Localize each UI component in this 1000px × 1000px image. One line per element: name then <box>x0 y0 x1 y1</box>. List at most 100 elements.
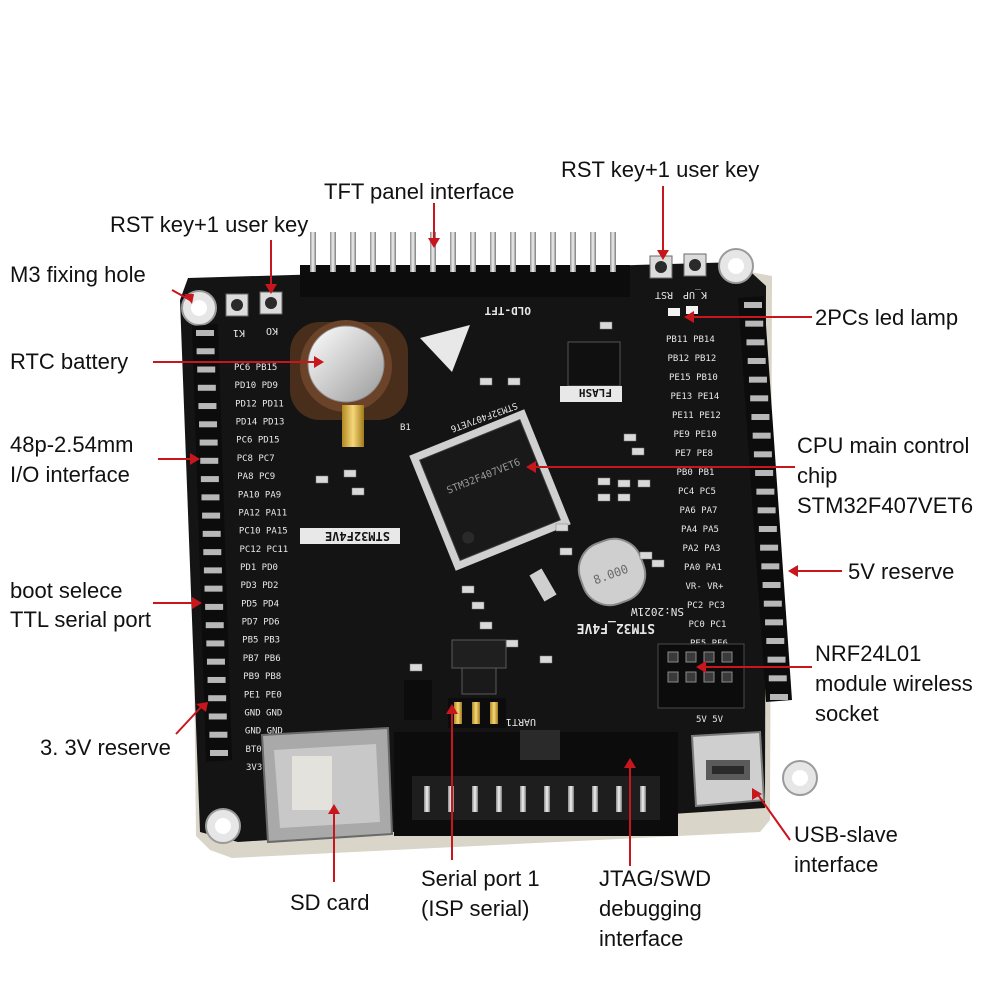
header-pin <box>200 476 219 483</box>
label-serial-line1: Serial port 1 <box>421 866 540 891</box>
left-io-header <box>192 324 232 762</box>
smd-component <box>651 559 665 568</box>
header-pin <box>209 731 228 738</box>
pin-label: PE9 PE10 <box>674 430 717 440</box>
label-led-lamp: 2PCs led lamp <box>815 305 959 330</box>
jtag-swd-header: UART1 <box>394 716 678 836</box>
serial-number-label: SN:2021W <box>631 605 684 618</box>
header-pin <box>770 694 788 700</box>
pin-label: PC10 PA15 <box>239 527 288 537</box>
top-right-keys: RST K_UP <box>649 253 707 300</box>
header-pin <box>470 232 476 272</box>
pin-label: PC6 PD15 <box>236 436 279 446</box>
header-pin <box>197 366 216 373</box>
label-cpu-line2: chip <box>797 463 838 488</box>
usb-mini-connector <box>690 730 766 808</box>
uart-silk-label: UART1 <box>506 716 536 727</box>
pin-label: PD12 PD11 <box>235 399 284 409</box>
tft-header-pins <box>310 232 616 272</box>
smd-component <box>559 547 573 556</box>
pin-label: PB12 PB12 <box>668 354 717 364</box>
leader-lines <box>153 186 842 882</box>
left-header-pins <box>196 330 228 756</box>
smd-component <box>599 321 613 330</box>
label-5v-reserve: 5V reserve <box>848 559 955 584</box>
header-pin <box>207 676 226 683</box>
led-lamp-2 <box>686 306 698 314</box>
header-pin <box>205 622 224 629</box>
smd-component <box>597 477 611 486</box>
header-pin <box>330 232 336 272</box>
label-m3-fixing-hole: M3 fixing hole <box>10 262 146 287</box>
header-pin <box>768 675 787 682</box>
smd-component <box>639 551 653 560</box>
smd-component <box>409 663 423 672</box>
boot-jumper <box>404 680 432 720</box>
svg-text:B1: B1 <box>400 423 411 433</box>
pin-label: PD3 PD2 <box>241 581 279 591</box>
key-label-k1: K1 <box>233 327 245 338</box>
header-pin <box>202 512 221 519</box>
header-pin <box>199 421 218 428</box>
label-rst-key-right: RST key+1 user key <box>561 157 760 182</box>
smd-component <box>505 639 519 648</box>
label-serial-line2: (ISP serial) <box>421 896 530 921</box>
smd-component <box>507 377 521 386</box>
label-3v3-reserve: 3. 3V reserve <box>40 735 171 760</box>
label-cpu-line1: CPU main control <box>797 433 970 458</box>
smd-component <box>631 447 645 456</box>
label-jtag-line3: interface <box>599 926 684 951</box>
label-nrf-line2: module wireless <box>815 671 973 696</box>
passive-components <box>315 321 665 672</box>
header-pin <box>205 603 224 610</box>
header-pin <box>206 640 225 647</box>
header-pin <box>766 638 785 644</box>
brand-logo <box>420 325 470 372</box>
rtc-battery: B1 <box>290 320 411 447</box>
smd-component <box>597 493 611 502</box>
header-pin <box>745 320 764 327</box>
crystal-oscillator: 8.000 <box>577 537 647 607</box>
pin-label: PD1 PD0 <box>240 563 278 573</box>
label-usb-line1: USB-slave <box>794 822 898 847</box>
label-usb-line2: interface <box>794 852 879 877</box>
header-pin <box>744 302 762 308</box>
flash-chip: FLASH <box>560 341 622 402</box>
label-boot-line1: boot selece <box>10 578 123 603</box>
pin-label: PD5 PD4 <box>241 599 279 609</box>
smd-component <box>351 487 365 496</box>
pin-label: PC4 PC5 <box>678 487 716 497</box>
pin-label: PE1 PE0 <box>244 690 282 700</box>
mounting-holes <box>181 248 818 844</box>
header-pin <box>370 232 376 272</box>
led-lamps <box>668 306 698 316</box>
header-pin <box>530 232 536 272</box>
header-pin <box>748 376 767 383</box>
header-pin <box>201 494 220 501</box>
header-pin <box>753 451 772 458</box>
led-lamp-1 <box>668 308 680 316</box>
smd-component <box>539 655 553 664</box>
header-pin <box>450 232 456 272</box>
serial-port-jumper <box>448 698 506 728</box>
header-pin <box>767 656 786 663</box>
header-pin <box>350 232 356 272</box>
voltage-regulator <box>451 639 507 695</box>
pin-label: PA4 PA5 <box>681 525 719 535</box>
header-pin <box>199 439 218 446</box>
pin-label: PA10 PA9 <box>238 490 281 500</box>
pin-label: PB0 PB1 <box>677 468 715 478</box>
header-pin <box>490 232 496 272</box>
top-left-keys: K1 KO <box>225 291 283 338</box>
label-io-interface-line2: I/O interface <box>10 462 130 487</box>
pin-label: PC12 PC11 <box>239 545 288 555</box>
pin-label: PE13 PE14 <box>671 392 720 402</box>
pin-label: PB9 PB8 <box>243 672 281 682</box>
smd-component <box>343 469 357 478</box>
smd-component <box>555 523 569 532</box>
pin-label: PC8 PC7 <box>237 454 275 464</box>
label-jtag-line2: debugging <box>599 896 702 921</box>
header-pin <box>765 619 784 626</box>
pin-label: PA6 PA7 <box>680 506 718 516</box>
